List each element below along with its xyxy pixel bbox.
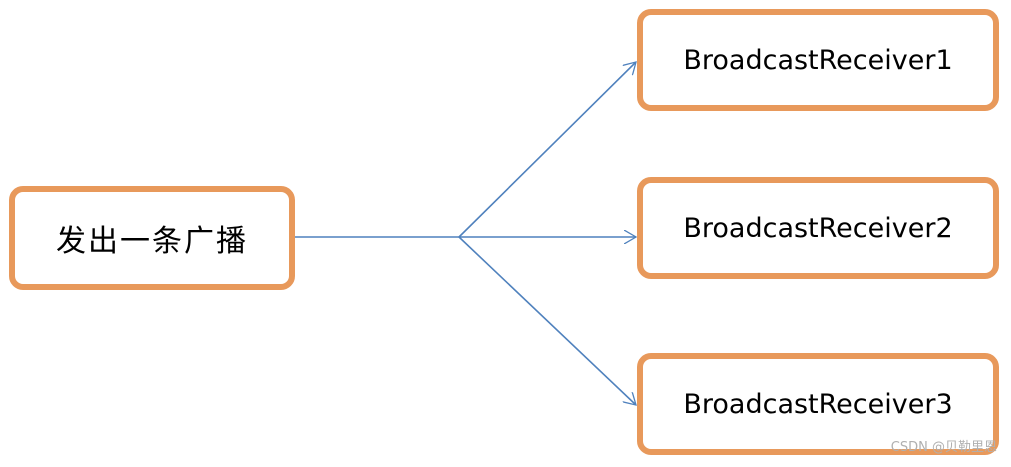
receiver-box-1: BroadcastReceiver1 bbox=[637, 9, 999, 111]
sender-box: 发出一条广播 bbox=[9, 186, 295, 290]
sender-label: 发出一条广播 bbox=[56, 224, 248, 259]
receiver-label-1: BroadcastReceiver1 bbox=[683, 44, 953, 76]
receiver-label-3: BroadcastReceiver3 bbox=[683, 388, 953, 420]
arrow-to-receiver-1 bbox=[458, 62, 636, 238]
receiver-label-2: BroadcastReceiver2 bbox=[683, 212, 953, 244]
receiver-box-2: BroadcastReceiver2 bbox=[637, 177, 999, 279]
arrow-to-receiver-3 bbox=[458, 236, 636, 405]
watermark-text: CSDN @贝勒里恩 bbox=[890, 440, 997, 455]
receiver-box-3: BroadcastReceiver3 bbox=[637, 353, 999, 455]
